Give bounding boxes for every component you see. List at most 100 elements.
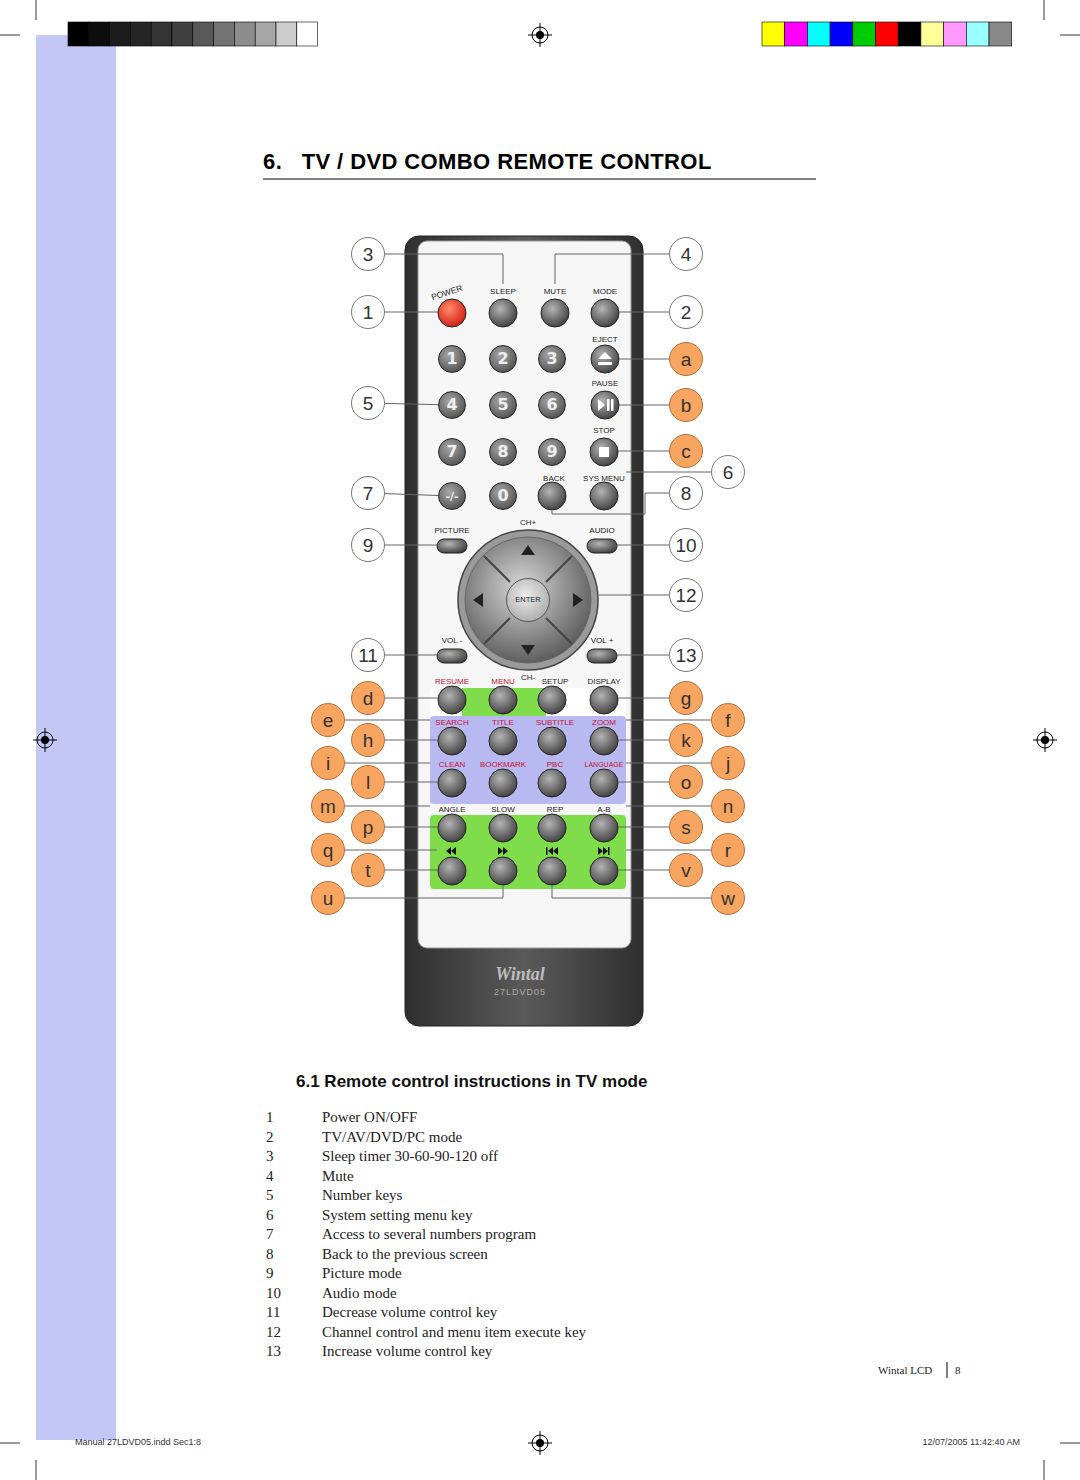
remote-buttons — [590, 857, 618, 885]
node-text: t — [365, 861, 370, 880]
leader-lines — [618, 782, 669, 783]
button-label: SLOW — [491, 806, 515, 815]
footer-separator — [947, 1362, 948, 1378]
node-text: p — [363, 818, 374, 837]
button-label: SYS MENU — [583, 475, 625, 484]
remote-buttons — [438, 857, 466, 885]
grey-bars — [130, 22, 151, 46]
button-label: LANGUAGE — [585, 761, 624, 769]
callout-number: 8 — [669, 476, 703, 510]
leader-lines — [599, 595, 669, 596]
leader-lines — [385, 698, 438, 699]
leader-lines — [385, 312, 438, 313]
remote-buttons — [590, 814, 618, 842]
list-text: Power ON/OFF — [322, 1109, 417, 1126]
list-number: 11 — [266, 1304, 280, 1321]
color-bars — [762, 22, 1012, 46]
model-name: 27LDVD05 — [494, 988, 546, 998]
node-text: 5 — [363, 394, 374, 413]
color-bars — [898, 22, 921, 46]
button-label: RESUME — [435, 678, 469, 687]
leader-lines — [385, 254, 503, 284]
remote-buttons — [438, 727, 466, 755]
list-number: 13 — [266, 1343, 281, 1360]
button-label: PAUSE — [592, 380, 619, 389]
remote-buttons — [538, 686, 566, 714]
button-label: TITLE — [492, 719, 514, 728]
remote-buttons — [591, 299, 619, 327]
direction-pad — [546, 618, 572, 644]
list-text: Decrease volume control key — [322, 1304, 497, 1321]
page-title: 6. TV / DVD COMBO REMOTE CONTROL — [263, 150, 712, 174]
page-number: 8 — [955, 1364, 961, 1376]
leader-lines — [619, 359, 669, 360]
grey-bars — [276, 22, 297, 46]
number-key: 8 — [489, 438, 517, 466]
node-text: n — [723, 797, 734, 816]
callout-letter: j — [711, 746, 745, 780]
color-bars — [989, 22, 1012, 46]
node-text: 5 — [497, 397, 508, 413]
callout-letter: p — [351, 810, 385, 844]
number-key: 1 — [438, 345, 466, 373]
list-number: 4 — [266, 1167, 274, 1184]
transport-symbols — [598, 847, 610, 855]
button-label: BACK — [543, 475, 565, 484]
remote-buttons — [541, 299, 569, 327]
node-text: u — [323, 889, 334, 908]
leader-lines — [345, 254, 711, 898]
remote-buttons — [591, 391, 619, 419]
leader-lines — [552, 886, 711, 898]
callout-letter: e — [311, 703, 345, 737]
list-number: 3 — [266, 1148, 274, 1165]
callout-number: 9 — [351, 528, 385, 562]
transport-symbols — [546, 847, 558, 855]
callout-letter: r — [711, 833, 745, 867]
callout-number: 10 — [669, 528, 703, 562]
leader-lines — [626, 472, 711, 473]
list-number: 5 — [266, 1187, 274, 1204]
remote-buttons — [489, 769, 517, 797]
node-text: 8 — [497, 444, 508, 460]
remote-buttons — [590, 727, 618, 755]
remote-buttons — [538, 482, 566, 510]
node-text: m — [320, 797, 336, 816]
button-label: ZOOM — [592, 719, 616, 728]
number-key: 3 — [538, 345, 566, 373]
node-text: 12 — [675, 586, 696, 605]
leader-line — [385, 494, 438, 496]
leader-lines — [345, 763, 430, 764]
button-label: CH- — [521, 674, 535, 683]
leader-lines — [626, 806, 711, 807]
button-icons — [598, 399, 614, 411]
remote-buttons — [438, 299, 466, 327]
side-strip — [36, 35, 116, 1440]
registration-mark — [528, 23, 552, 47]
leader-lines — [385, 545, 437, 546]
callout-letter: m — [311, 789, 345, 823]
direction-pad — [546, 556, 572, 582]
button-label: EJECT — [592, 336, 617, 345]
pill-buttons — [587, 539, 617, 553]
remote-buttons — [438, 299, 619, 885]
button-label: MUTE — [544, 288, 567, 297]
direction-pad — [521, 545, 535, 555]
button-label: VOL + — [591, 637, 614, 646]
color-bars — [853, 22, 876, 46]
node-text: 0 — [497, 488, 508, 504]
callout-number: 11 — [351, 638, 385, 672]
list-number: 6 — [266, 1206, 274, 1223]
node-text: 1 — [363, 303, 374, 322]
color-bars — [785, 22, 808, 46]
grey-bars — [234, 22, 255, 46]
grey-bars — [110, 22, 131, 46]
node-text: d — [363, 689, 374, 708]
remote-buttons — [590, 769, 618, 797]
callout-letter: s — [669, 810, 703, 844]
callout-number: 12 — [669, 578, 703, 612]
leader-lines — [626, 763, 711, 764]
leader-lines — [618, 698, 669, 699]
node-text: w — [721, 889, 735, 908]
